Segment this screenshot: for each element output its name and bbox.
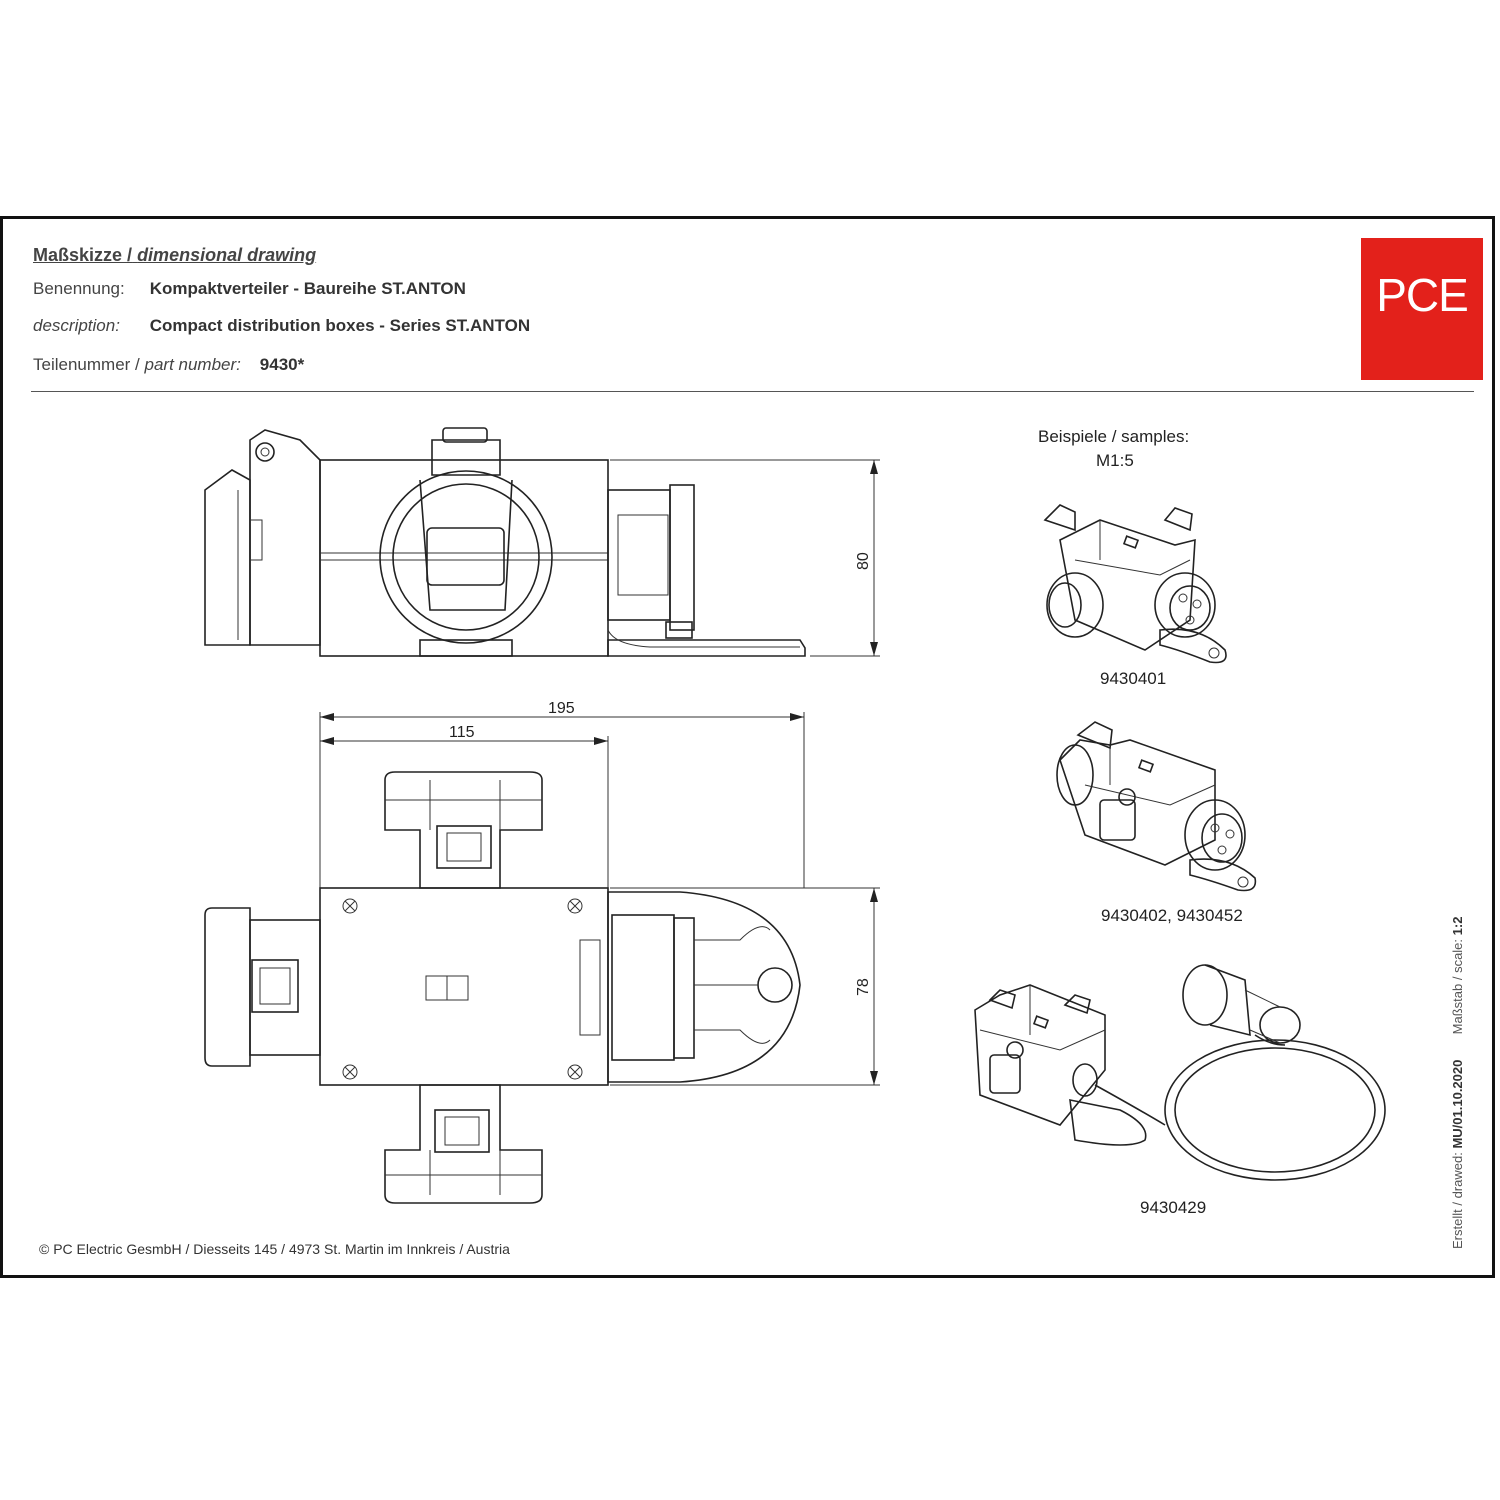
header-divider [31,391,1474,392]
description-value: Compact distribution boxes - Series ST.A… [149,316,531,335]
description-row: description: Compact distribution boxes … [33,316,530,336]
scale-value: 1:2 [1450,916,1465,936]
logo-text: PCE [1376,269,1469,321]
title-de: Maßskizze / [33,245,133,265]
benennung-row: Benennung: Kompaktverteiler - Baureihe S… [33,279,466,299]
benennung-value: Kompaktverteiler - Baureihe ST.ANTON [149,279,466,298]
sample-caption-1: 9430401 [1100,669,1167,688]
drawn-value: MU/01.10.2020 [1450,1059,1465,1149]
drawing-sheet: Maßskizze / dimensional drawing Benennun… [0,216,1495,1278]
samples-title: Beispiele / samples: [1038,427,1190,446]
drawn-scale-info: Erstellt / drawed: MU/01.10.2020 Maßstab… [1450,917,1465,1249]
sample-caption-2: 9430402, 9430452 [1101,906,1243,925]
footer-copyright: © PC Electric GesmbH / Diesseits 145 / 4… [39,1241,510,1257]
part-label-en: part number: [144,355,241,374]
sample-caption-3: 9430429 [1140,1198,1207,1217]
description-label: description: [33,316,120,335]
drawn-label: Erstellt / drawed: [1450,1152,1465,1249]
pce-logo: PCE [1361,238,1483,380]
part-label-de: Teilenummer / [33,355,140,374]
part-number-row: Teilenummer / part number: 9430* [33,355,304,375]
samples-scale: M1:5 [1096,451,1134,470]
part-number-value: 9430* [259,355,305,374]
drawing-title: Maßskizze / dimensional drawing [33,245,316,266]
benennung-label: Benennung: [33,279,125,298]
title-en: dimensional drawing [137,245,317,265]
scale-label: Maßstab / scale: [1450,938,1465,1035]
